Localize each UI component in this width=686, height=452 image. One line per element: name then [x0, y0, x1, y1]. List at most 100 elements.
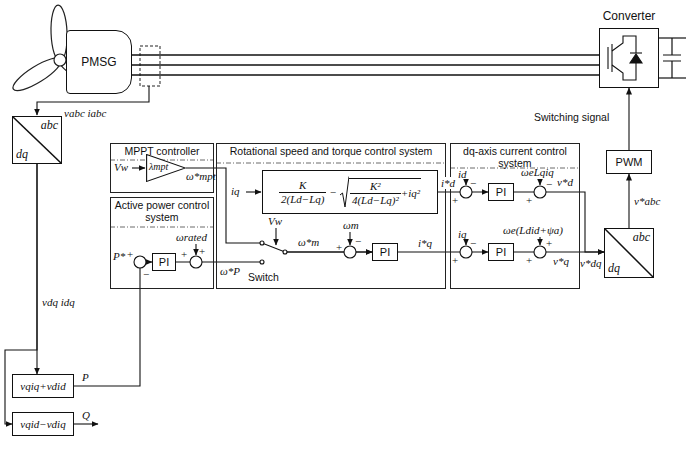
dc-link — [659, 38, 686, 78]
fraction: K²4(Ld−Lq)² — [350, 180, 401, 206]
signal-label: Vw — [114, 161, 128, 173]
fraction: K2(Ld−Lq) — [279, 179, 326, 205]
signal-label: id — [458, 168, 467, 180]
signal-label: v*abc — [634, 195, 660, 207]
block-name: PI — [159, 256, 169, 268]
formula-term: − — [326, 186, 339, 198]
signal-label: ω*m — [298, 236, 319, 248]
calc-block: vqiq+vdid — [12, 374, 74, 398]
sum-sign: + — [452, 254, 458, 266]
formula-block: K2(Ld−Lq)−K²4(Ld−Lq)²+iq² — [262, 170, 438, 214]
summing-junction — [190, 256, 202, 268]
switch-pole — [283, 250, 287, 254]
radicand: K²4(Ld−Lq)²+iq² — [349, 178, 421, 206]
control-subsystem: dq-axis current control systemPI PI — [450, 143, 580, 289]
block-name: PI — [496, 186, 506, 198]
subsystem-title: Rotational speed and torque control syst… — [217, 144, 445, 158]
signal-label: ω*P — [220, 265, 240, 277]
signal-label: v*dq — [580, 257, 601, 269]
formula-term: 2(Ld−Lq) — [279, 192, 326, 206]
signal-label: v*q — [553, 255, 569, 267]
signal-label: ωrated — [176, 231, 207, 243]
frame-name: dq — [608, 261, 620, 276]
sensor-box — [140, 46, 160, 86]
transform-block: abc dq — [604, 228, 654, 278]
subsystem-title: MPPT controller — [111, 144, 213, 158]
sum-sign: + — [336, 241, 342, 253]
connector — [514, 192, 604, 252]
switch-contact — [260, 260, 264, 264]
sum-sign: + — [199, 245, 205, 257]
signal-label: ω*mpt — [186, 170, 216, 182]
block-name: vqiq+vdid — [20, 380, 65, 392]
signal-label: i*q — [418, 237, 432, 249]
signal-label: vabc iabc — [64, 107, 106, 119]
gain-name: λmpt — [149, 161, 168, 172]
block-name: PI — [380, 246, 390, 258]
summing-junction — [534, 246, 546, 258]
sum-sign: + — [181, 248, 187, 260]
frame-name: dq — [16, 147, 28, 162]
pi-block: PI — [152, 253, 176, 271]
control-subsystem: Rotational speed and torque control syst… — [216, 143, 446, 289]
sum-sign: − — [470, 177, 476, 189]
formula-term: +iq² — [401, 187, 420, 199]
signal-arrow — [74, 168, 540, 424]
signal-label: iq — [231, 185, 240, 197]
pi-block: PI — [488, 183, 514, 201]
signal-label: Vw — [268, 215, 282, 227]
sum-sign: + — [546, 237, 552, 249]
converter-box: Converter — [599, 28, 659, 88]
signal-label: ωe(Ldid+ψa) — [503, 224, 563, 236]
sum-sign: − — [546, 178, 552, 190]
summing-junction — [134, 256, 146, 268]
signal-label: ωeLqiq — [521, 166, 554, 178]
subsystem-title: Active power control system — [111, 198, 213, 224]
signal-label: iq — [458, 228, 467, 240]
block-name: PI — [496, 246, 506, 258]
pi-block: PI — [488, 243, 514, 261]
connector — [514, 252, 604, 253]
gain-block: λmpt — [146, 154, 186, 182]
signal-label: vdq idq — [42, 296, 75, 308]
frame-name: abc — [633, 230, 650, 245]
generator-box: PMSG — [66, 30, 132, 94]
sum-sign: + — [452, 194, 458, 206]
pwm-block: PWM — [606, 150, 652, 174]
signal-label: Q — [82, 409, 90, 421]
sum-sign: − — [355, 235, 361, 247]
formula-term: K² — [368, 180, 383, 193]
summing-junction — [534, 186, 546, 198]
signal-label: v*d — [557, 176, 573, 188]
signal-label: i*d — [440, 177, 456, 189]
signal-label: P* — [113, 250, 125, 262]
calc-block: vqid−vdiq — [12, 412, 74, 436]
note-label: Switch — [248, 272, 279, 284]
signal-label: ωm — [343, 219, 359, 231]
connector — [398, 252, 488, 253]
block-name: PWM — [616, 156, 643, 168]
pi-block: PI — [372, 243, 398, 261]
frame-name: abc — [41, 118, 58, 133]
signal-label: P — [82, 371, 89, 383]
igbt-symbol — [608, 36, 642, 80]
transform-block: abcdq — [12, 116, 62, 164]
sum-sign: − — [470, 237, 476, 249]
connector — [74, 262, 152, 386]
formula-term: 4(Ld−Lq)² — [350, 193, 401, 207]
connector — [176, 252, 372, 262]
note-label: Switching signal — [534, 112, 609, 124]
sum-sign: + — [526, 194, 532, 206]
connector — [132, 55, 599, 75]
subsystem-title: dq-axis current control system — [451, 144, 579, 170]
radical-sign — [340, 176, 349, 208]
switch-contact — [260, 241, 264, 245]
sum-sign: + — [127, 248, 133, 260]
connector — [629, 88, 630, 150]
sum-sign: − — [143, 268, 149, 280]
connector — [629, 174, 630, 228]
converter-heading: Converter — [580, 9, 678, 23]
sum-sign: + — [526, 254, 532, 266]
formula-term: K — [297, 179, 308, 192]
block-name: vqid−vdiq — [20, 418, 65, 430]
